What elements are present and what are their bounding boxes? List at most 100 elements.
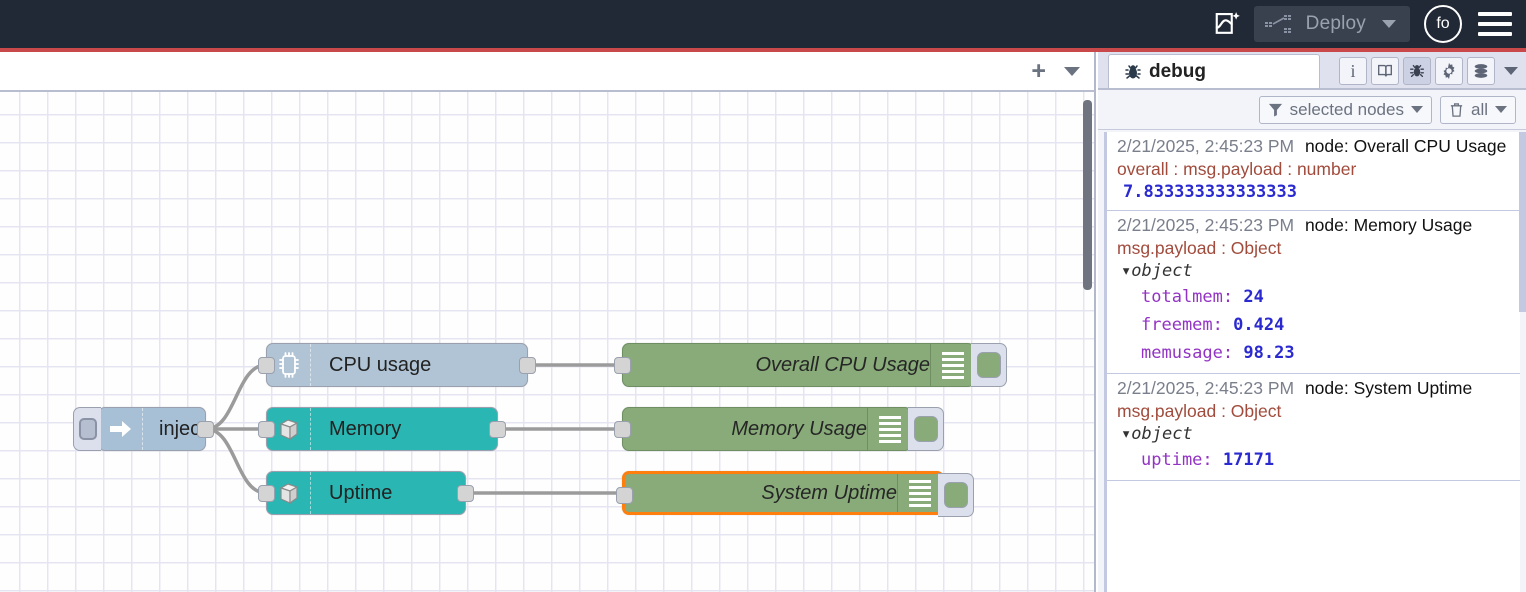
object-label: object [1131,424,1193,444]
flow-canvas[interactable]: inject CPU usage [0,92,1094,592]
debug-message-header: 2/21/2025, 2:45:23 PM node: Memory Usage [1117,214,1520,237]
chevron-down-icon[interactable] [1504,67,1518,75]
input-port[interactable] [614,421,631,438]
flow-tab-bar: + [0,52,1094,92]
add-flow-button[interactable]: + [1031,56,1046,85]
sidebar-panel: debug i [1098,52,1526,592]
debug-message[interactable]: 2/21/2025, 2:45:23 PM node: System Uptim… [1107,374,1520,481]
chevron-down-icon[interactable] [1382,20,1396,28]
avatar[interactable]: fo [1424,5,1462,43]
input-port[interactable] [258,421,275,438]
node-debug-system-uptime[interactable]: System Uptime [616,471,974,517]
object-value: 98.23 [1243,343,1295,363]
object-key: uptime [1141,450,1203,470]
debug-property: overall : msg.payload : number [1117,159,1357,179]
output-port[interactable] [489,421,506,438]
object-label: object [1131,261,1193,281]
avatar-initials: fo [1436,15,1450,32]
debug-lines-icon [897,474,941,512]
output-port[interactable] [457,485,474,502]
book-icon[interactable] [1371,57,1399,85]
sidebar-tab-bar: debug i [1098,52,1526,90]
node-debug-memory-usage[interactable]: Memory Usage [614,407,944,451]
output-port[interactable] [519,357,536,374]
server-box-icon [267,408,311,450]
flow-canvas-panel: + [0,52,1096,592]
node-uptime[interactable]: Uptime [258,471,474,515]
debug-source-node[interactable]: node: Overall CPU Usage [1304,136,1507,156]
output-port[interactable] [197,421,214,438]
object-key: memusage [1141,343,1223,363]
input-port[interactable] [614,357,631,374]
server-box-icon [267,472,311,514]
object-value: 17171 [1222,450,1275,470]
sidebar-tool-buttons: i [1339,57,1518,85]
node-label: Memory Usage [731,417,867,440]
chevron-down-icon[interactable] [1495,106,1507,113]
object-property-row: uptime: 17171 [1141,450,1275,470]
node-label: System Uptime [761,481,897,504]
debug-property: msg.payload : Object [1117,401,1282,421]
debug-source-node[interactable]: node: System Uptime [1304,378,1473,398]
bug-icon[interactable] [1403,57,1431,85]
object-value: 24 [1243,287,1264,307]
object-expander[interactable]: ▾object [1117,259,1520,283]
input-port[interactable] [258,357,275,374]
debug-timestamp: 2/21/2025, 2:45:23 PM [1117,136,1295,156]
node-memory[interactable]: Memory [258,407,506,451]
sidebar-vertical-scrollbar[interactable] [1519,132,1526,312]
header-accent-line [0,48,1526,52]
debug-message-header: 2/21/2025, 2:45:23 PM node: System Uptim… [1117,377,1520,400]
inject-trigger-button[interactable] [73,407,101,451]
tab-debug[interactable]: debug [1108,54,1320,88]
node-label: Overall CPU Usage [755,353,930,376]
deploy-flow-icon [1264,15,1291,33]
node-label: Uptime [329,481,393,504]
arrow-right-icon [99,408,143,450]
chevron-down-icon: ▾ [1121,261,1132,281]
debug-lines-icon [867,408,911,450]
deploy-button[interactable]: Deploy [1253,6,1410,42]
clear-messages-button[interactable]: all [1439,95,1516,124]
object-value: 0.424 [1233,315,1285,335]
filter-selected-nodes-button[interactable]: selected nodes [1258,95,1432,124]
node-cpu-usage[interactable]: CPU usage [258,343,536,387]
chevron-down-icon[interactable] [1410,106,1423,113]
debug-timestamp: 2/21/2025, 2:45:23 PM [1117,215,1295,235]
node-label: inject [159,417,206,440]
object-expander[interactable]: ▾object [1117,422,1520,446]
trash-icon [1450,102,1463,117]
info-icon[interactable]: i [1339,57,1367,85]
top-header-bar: Deploy fo [0,0,1526,48]
tab-label: debug [1149,60,1206,82]
debug-toggle-button[interactable] [908,407,944,451]
node-debug-overall-cpu-usage[interactable]: Overall CPU Usage [614,343,1007,387]
debug-message-list[interactable]: 2/21/2025, 2:45:23 PM node: Overall CPU … [1104,132,1520,592]
debug-source-node[interactable]: node: Memory Usage [1304,215,1473,235]
node-inject[interactable]: inject [73,407,214,451]
object-property-row: freemem: 0.424 [1141,315,1285,335]
flow-sparkle-icon[interactable] [1208,4,1248,44]
debug-timestamp: 2/21/2025, 2:45:23 PM [1117,378,1295,398]
debug-lines-icon [930,344,974,386]
node-label: CPU usage [329,353,432,376]
canvas-vertical-scrollbar[interactable] [1083,100,1092,290]
debug-toggle-button[interactable] [938,473,974,517]
input-port[interactable] [258,485,275,502]
object-key: totalmem [1141,287,1223,307]
gear-icon[interactable] [1435,57,1463,85]
debug-message-header: 2/21/2025, 2:45:23 PM node: Overall CPU … [1117,135,1520,158]
debug-property: msg.payload : Object [1117,238,1282,258]
debug-message[interactable]: 2/21/2025, 2:45:23 PM node: Overall CPU … [1107,132,1520,211]
context-stack-icon[interactable] [1467,57,1495,85]
input-port[interactable] [616,487,633,504]
debug-value: 7.833333333333333 [1123,182,1297,202]
wires-layer [205,363,622,495]
debug-toggle-button[interactable] [971,343,1007,387]
debug-message[interactable]: 2/21/2025, 2:45:23 PM node: Memory Usage… [1107,211,1520,374]
chevron-down-icon[interactable] [1064,66,1080,76]
deploy-label: Deploy [1305,13,1366,34]
microchip-icon [267,344,311,386]
hamburger-menu-icon[interactable] [1478,9,1512,39]
